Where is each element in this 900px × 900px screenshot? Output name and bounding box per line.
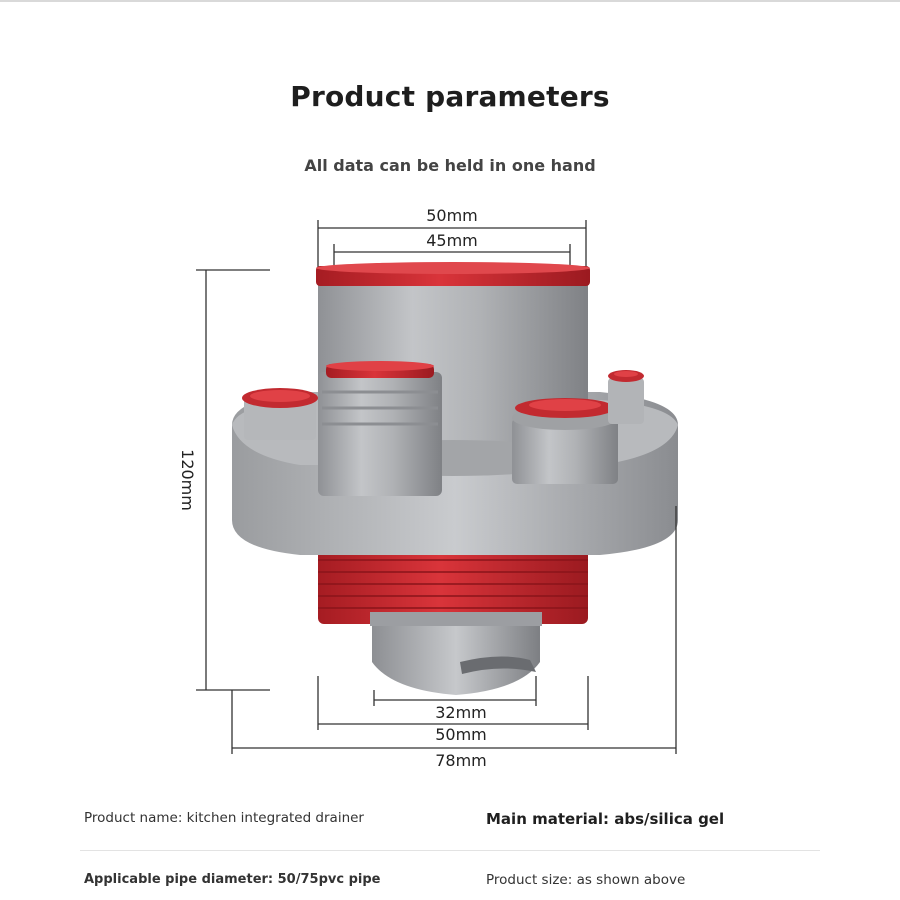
bottom-dimension-lines [231, 506, 677, 754]
dim-bottom-outer: 78mm [435, 751, 487, 770]
spec-divider [80, 850, 820, 851]
spec-product-size: Product size: as shown above [486, 872, 686, 888]
dim-top-outer: 50mm [426, 206, 478, 225]
page-subtitle: All data can be held in one hand [304, 156, 596, 175]
dim-top-inner: 45mm [426, 231, 478, 250]
height-dimension-line [196, 269, 270, 691]
spec-main-material: Main material: abs/silica gel [486, 810, 725, 828]
page-title: Product parameters [290, 80, 610, 113]
dim-bottom-mid: 50mm [435, 725, 487, 744]
spec-pipe-diameter: Applicable pipe diameter: 50/75pvc pipe [84, 872, 381, 887]
dim-bottom-inner: 32mm [435, 703, 487, 722]
top-divider [0, 0, 900, 2]
dim-height: 120mm [178, 449, 197, 511]
spec-product-name: Product name: kitchen integrated drainer [84, 810, 364, 826]
drainer-illustration [232, 262, 678, 695]
